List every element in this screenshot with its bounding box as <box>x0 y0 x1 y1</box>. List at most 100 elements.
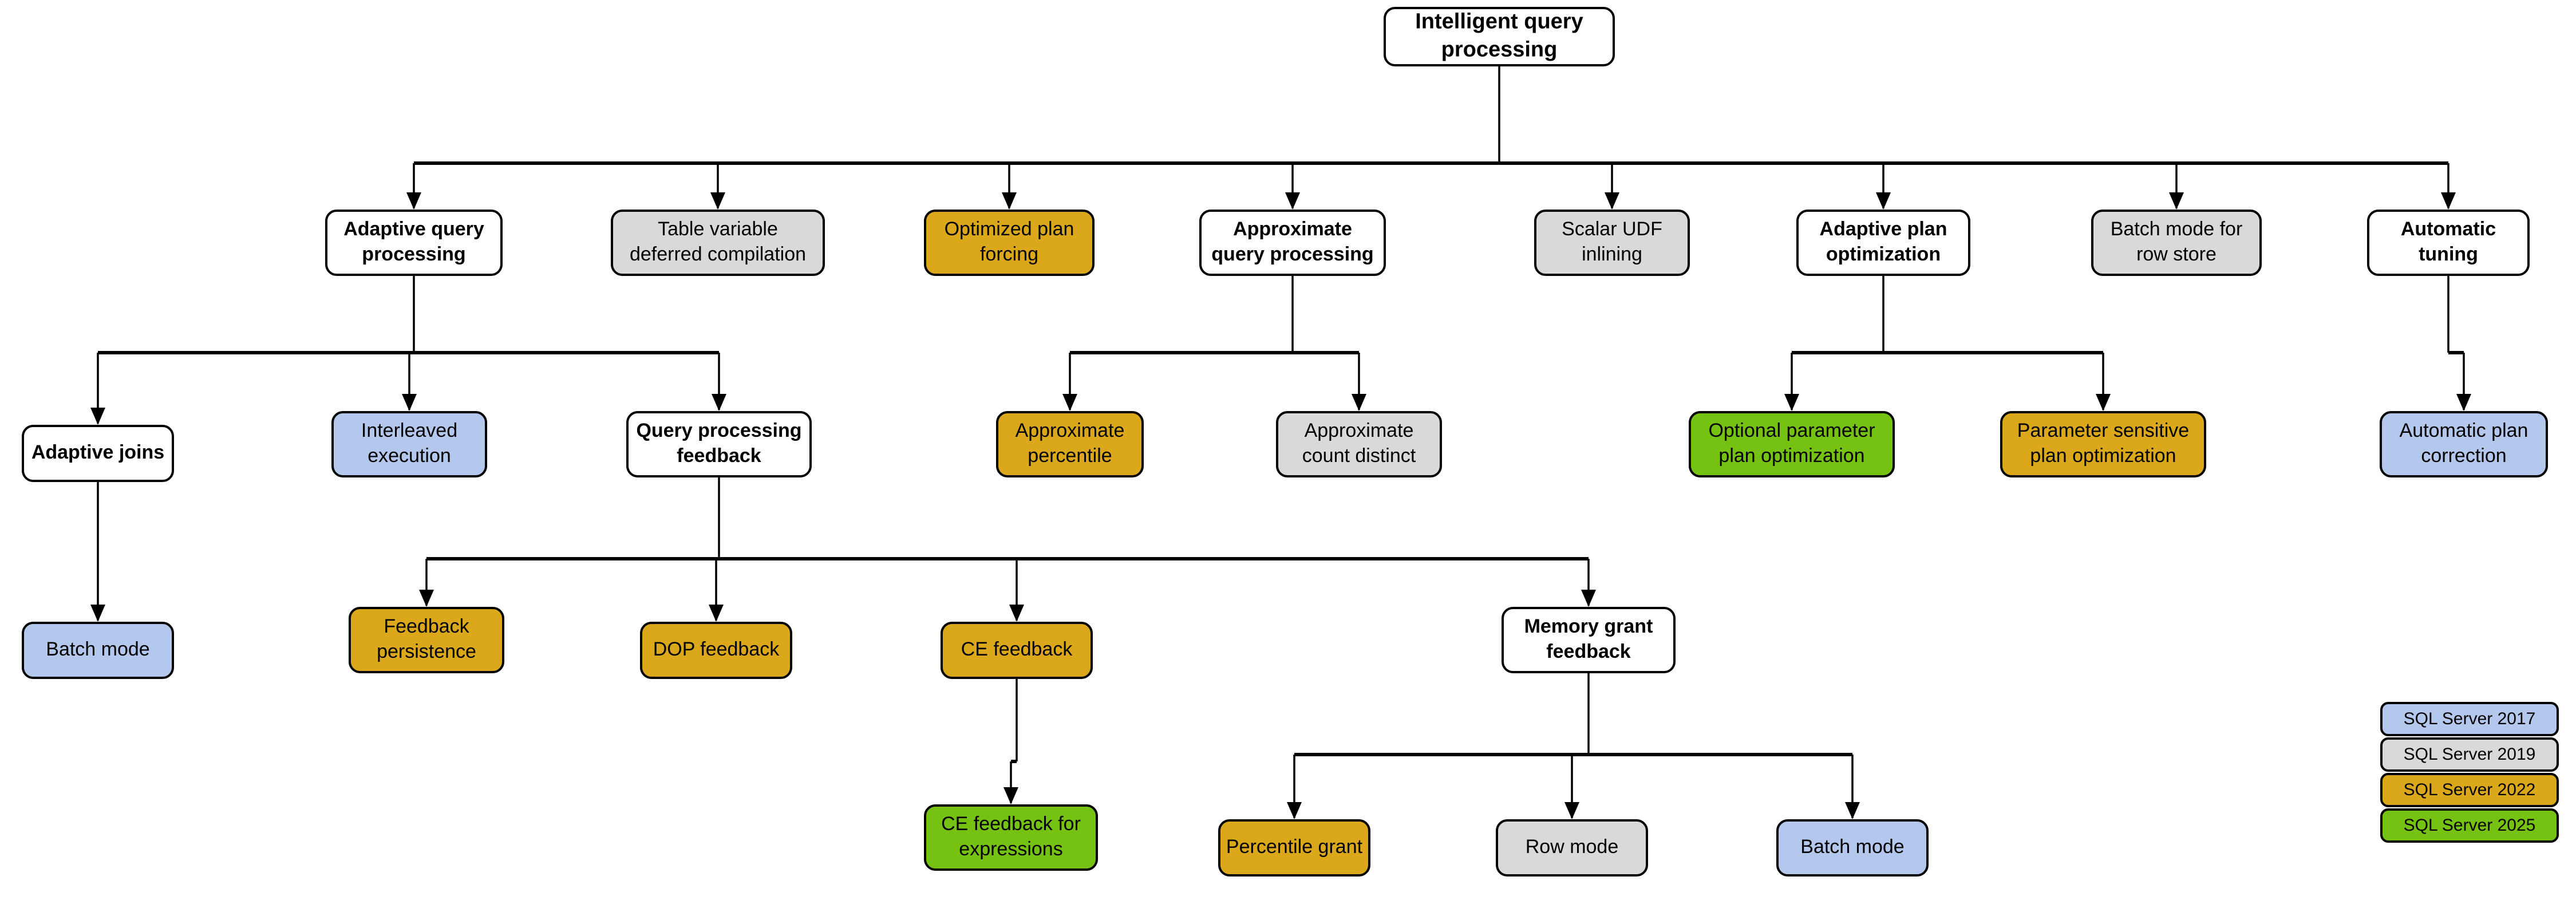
node-box <box>1384 7 1615 66</box>
edge-group-aqp <box>90 275 726 425</box>
node-box <box>331 411 487 477</box>
node-box <box>349 607 504 673</box>
node-box <box>1276 411 1442 477</box>
legend-item-sql-server-2017: SQL Server 2017 <box>2380 702 2559 736</box>
edge-group-autotune <box>2447 275 2471 411</box>
arrow-head-icon <box>419 590 434 607</box>
node-box <box>1689 411 1895 477</box>
node-box <box>22 425 174 482</box>
node-label: Percentile grant <box>1226 836 1363 858</box>
node-label: Row mode <box>1526 836 1619 858</box>
node-box <box>325 210 503 276</box>
arrow-head-icon <box>2096 394 2111 411</box>
legend-swatch <box>2380 737 2559 772</box>
arrow-head-icon <box>2169 192 2184 210</box>
node-cefb[interactable]: CE feedback <box>941 622 1093 679</box>
node-batchmode2[interactable]: Batch mode <box>1776 819 1929 876</box>
node-box <box>2000 411 2206 477</box>
arrow-head-icon <box>1564 802 1579 819</box>
node-box <box>1218 819 1370 876</box>
node-label: CE feedback <box>961 638 1073 660</box>
node-batchmode1[interactable]: Batch mode <box>22 622 174 679</box>
node-box <box>1776 819 1929 876</box>
arrow-head-icon <box>1287 802 1302 819</box>
arrow-head-icon <box>406 192 421 210</box>
node-box <box>1199 210 1386 276</box>
node-box <box>626 411 812 477</box>
legend-label: SQL Server 2017 <box>2404 709 2536 728</box>
edge-group-cefb <box>1003 678 1018 804</box>
arrow-head-icon <box>709 605 724 622</box>
node-box <box>640 622 792 679</box>
arrow-head-icon <box>1845 802 1860 819</box>
node-box <box>924 210 1095 276</box>
arrow-head-icon <box>1876 192 1891 210</box>
node-pctgrant[interactable]: Percentile grant <box>1218 819 1370 876</box>
arrow-head-icon <box>1002 192 1017 210</box>
arrow-head-icon <box>2441 192 2456 210</box>
node-adaptjoins[interactable]: Adaptive joins <box>22 425 174 482</box>
arrow-head-icon <box>1784 394 1799 411</box>
legend-item-sql-server-2022: SQL Server 2022 <box>2380 773 2559 807</box>
node-box <box>996 411 1144 477</box>
arrow-head-icon <box>1062 394 1077 411</box>
node-rowmode[interactable]: Row mode <box>1496 819 1648 876</box>
edge-group-apo <box>1784 275 2111 411</box>
node-box <box>2380 411 2548 477</box>
arrow-head-icon <box>712 394 726 411</box>
arrow-head-icon <box>1009 605 1024 622</box>
node-box <box>2091 210 2262 276</box>
arrow-head-icon <box>1581 590 1596 607</box>
arrow-head-icon <box>90 605 105 622</box>
edge-group-mgf <box>1287 672 1860 819</box>
node-label: DOP feedback <box>653 638 780 660</box>
edge-group-root <box>406 65 2456 210</box>
node-dopfb[interactable]: DOP feedback <box>640 622 792 679</box>
node-box <box>611 210 825 276</box>
node-label: Adaptive joins <box>31 441 164 463</box>
edge-group-qpf <box>419 476 1596 622</box>
node-box <box>22 622 174 679</box>
legend-swatch <box>2380 702 2559 736</box>
node-box <box>924 804 1098 871</box>
node-box <box>1796 210 1970 276</box>
arrow-head-icon <box>1605 192 1619 210</box>
edge-group-adaptjoins <box>90 481 105 622</box>
arrow-head-icon <box>2456 394 2471 411</box>
